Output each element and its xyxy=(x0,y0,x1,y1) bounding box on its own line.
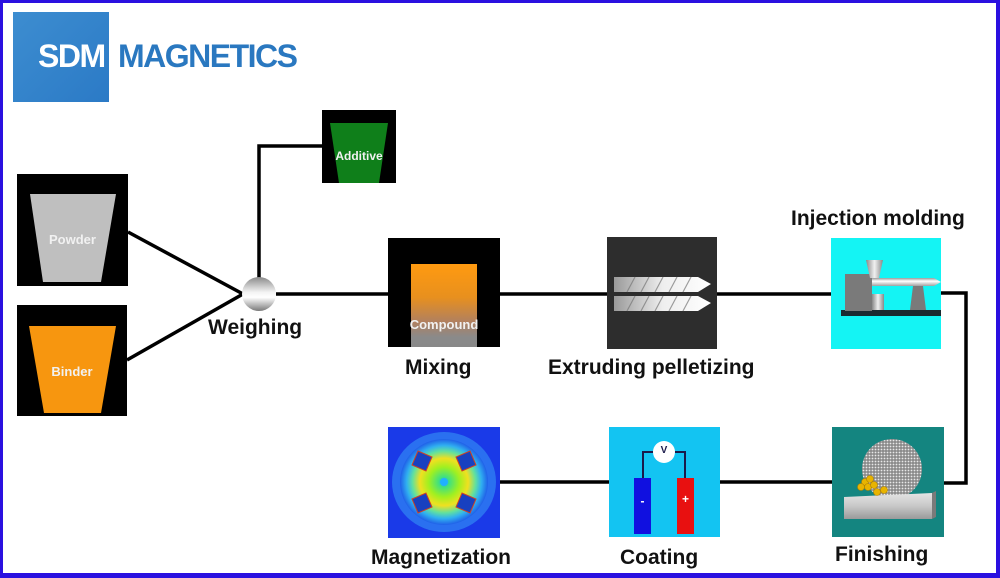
hopper-icon xyxy=(29,326,116,413)
positive-label: + xyxy=(681,492,689,506)
negative-label: - xyxy=(640,494,645,508)
compound-container-icon xyxy=(411,264,477,347)
extruder-box xyxy=(607,237,717,349)
tumbler-icon xyxy=(844,439,936,519)
voltmeter-label: V xyxy=(660,445,668,456)
electrolysis-icon xyxy=(634,441,694,534)
connector-injection-finishing xyxy=(941,291,968,485)
twin-screw-icon xyxy=(614,276,711,312)
coating-box: V - + xyxy=(609,427,720,537)
additive-label: Additive xyxy=(335,149,383,163)
binder-label: Binder xyxy=(51,364,93,379)
mixing-label: Mixing xyxy=(405,356,472,379)
connector-binder-weighing xyxy=(126,292,244,362)
logo-text-sdm: SDM xyxy=(38,38,106,74)
mixing-box: Compound xyxy=(388,238,500,347)
injection-label: Injection molding xyxy=(791,207,965,230)
finishing-box xyxy=(832,427,944,537)
logo-text-magnetics: MAGNETICS xyxy=(118,38,298,74)
magnetization-box xyxy=(388,427,500,538)
powder-hopper: Powder xyxy=(17,174,128,286)
logo-block xyxy=(13,12,109,102)
hopper-icon xyxy=(330,123,388,183)
cathode-icon xyxy=(634,478,651,534)
extruding-label: Extruding pelletizing xyxy=(548,356,755,379)
hopper-icon xyxy=(30,194,116,282)
magnetization-label: Magnetization xyxy=(371,546,511,569)
binder-hopper: Binder xyxy=(17,305,127,416)
compound-label: Compound xyxy=(409,317,479,332)
injection-box xyxy=(831,238,941,349)
connector-weighing-additive xyxy=(257,144,322,278)
connector-powder-weighing xyxy=(127,230,244,296)
coating-label: Coating xyxy=(620,546,699,569)
injection-machine-icon xyxy=(841,260,941,316)
finishing-label: Finishing xyxy=(835,543,929,566)
magnetic-field-plot-icon xyxy=(392,432,496,532)
weighing-label: Weighing xyxy=(208,316,303,339)
powder-label: Powder xyxy=(49,232,96,247)
anode-icon xyxy=(677,478,694,534)
additive-hopper: Additive xyxy=(322,110,396,183)
voltmeter-icon xyxy=(653,441,675,463)
